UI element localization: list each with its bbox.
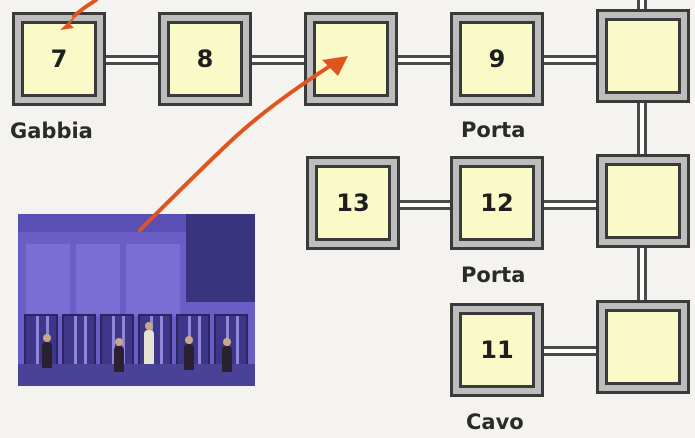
- arrow-to-room-7: [60, 0, 96, 30]
- arrow-to-blank-room: [140, 56, 348, 230]
